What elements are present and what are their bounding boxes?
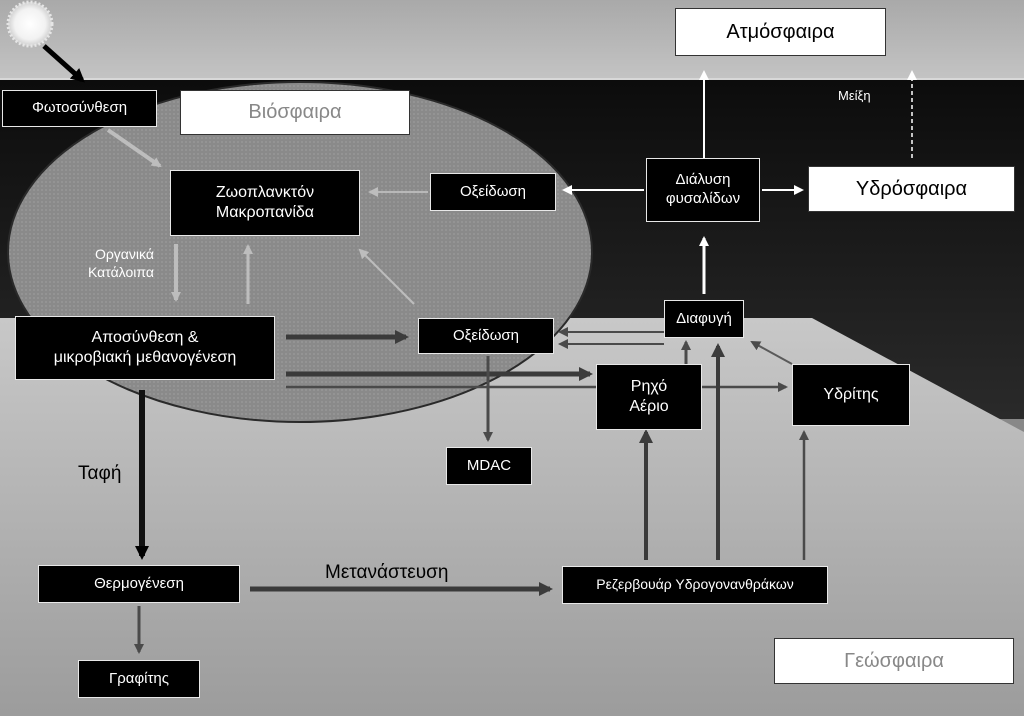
decomposition-node: Αποσύνθεση & μικροβιακή μεθανογένεση bbox=[15, 316, 275, 380]
migration-label: Μετανάστευση bbox=[325, 562, 449, 583]
atmosphere-label: Ατμόσφαιρα bbox=[675, 8, 886, 56]
biosphere-label: Βιόσφαιρα bbox=[180, 90, 410, 135]
bubble-dissolution-node: Διάλυση φυσαλίδων bbox=[646, 158, 760, 222]
hydrate-node: Υδρίτης bbox=[792, 364, 910, 426]
bubble-dissolution-text-line2: φυσαλίδων bbox=[665, 190, 741, 207]
decomposition-text-line1: Αποσύνθεση & bbox=[91, 329, 199, 346]
zooplankton-text-line1: Ζωοπλανκτόν bbox=[215, 184, 315, 201]
bubble-dissolution-text-line1: Διάλυση bbox=[675, 171, 731, 189]
organic-remains-text-line1: Οργανικά bbox=[94, 246, 154, 262]
mixing-label: Μείξη bbox=[838, 88, 871, 103]
photosynthesis-text: Φωτοσύνθεση bbox=[31, 99, 128, 117]
shallow-gas-text-line2: Αέριο bbox=[629, 398, 669, 415]
hydrate-text: Υδρίτης bbox=[823, 386, 879, 403]
arrow-hydrate-to-escape bbox=[750, 341, 793, 365]
graphite-text: Γραφίτης bbox=[108, 669, 170, 687]
escape-node: Διαφυγή bbox=[664, 300, 744, 338]
arrow-lower-oxidation-to-zooplankton bbox=[358, 248, 415, 305]
hydrosphere-text: Υδρόσφαιρα bbox=[855, 177, 968, 200]
graphite-node: Γραφίτης bbox=[78, 660, 200, 698]
hydrocarbon-reservoir-text: Ρεζερβουάρ Υδρογονανθράκων bbox=[596, 576, 794, 593]
biosphere-text: Βιόσφαιρα bbox=[248, 101, 342, 123]
arrow-photosynthesis-to-zooplankton bbox=[106, 128, 162, 168]
oxidation-lower-text: Οξείδωση bbox=[452, 326, 520, 344]
hydrosphere-label: Υδρόσφαιρα bbox=[808, 166, 1015, 212]
photosynthesis-node: Φωτοσύνθεση bbox=[2, 90, 157, 127]
oxidation-upper-text: Οξείδωση bbox=[459, 182, 527, 200]
atmosphere-text: Ατμόσφαιρα bbox=[726, 20, 835, 43]
shallow-gas-text-line1: Ρηχό bbox=[630, 378, 668, 395]
organic-remains-text-line2: Κατάλοιπα bbox=[88, 264, 154, 281]
oxidation-upper-node: Οξείδωση bbox=[430, 173, 556, 211]
escape-text: Διαφυγή bbox=[676, 309, 732, 327]
zooplankton-text-line2: Μακροπανίδα bbox=[215, 204, 315, 221]
organic-remains-label: Οργανικά Κατάλοιπα bbox=[88, 245, 154, 281]
arrow-sun-to-photosynthesis bbox=[42, 44, 85, 83]
burial-label: Ταφή bbox=[78, 463, 122, 484]
shallow-gas-node: Ρηχό Αέριο bbox=[596, 364, 702, 430]
oxidation-lower-node: Οξείδωση bbox=[418, 318, 554, 354]
mdac-node: MDAC bbox=[446, 447, 532, 485]
zooplankton-node: Ζωοπλανκτόν Μακροπανίδα bbox=[170, 170, 360, 236]
mdac-text: MDAC bbox=[466, 456, 512, 474]
thermogenesis-node: Θερμογένεση bbox=[38, 565, 240, 603]
hydrocarbon-reservoir-node: Ρεζερβουάρ Υδρογονανθράκων bbox=[562, 566, 828, 604]
decomposition-text-line2: μικροβιακή μεθανογένεση bbox=[53, 349, 237, 366]
thermogenesis-text: Θερμογένεση bbox=[94, 574, 184, 592]
geosphere-label: Γεώσφαιρα bbox=[774, 638, 1014, 684]
sun-icon bbox=[6, 0, 54, 48]
geosphere-text: Γεώσφαιρα bbox=[844, 649, 944, 672]
